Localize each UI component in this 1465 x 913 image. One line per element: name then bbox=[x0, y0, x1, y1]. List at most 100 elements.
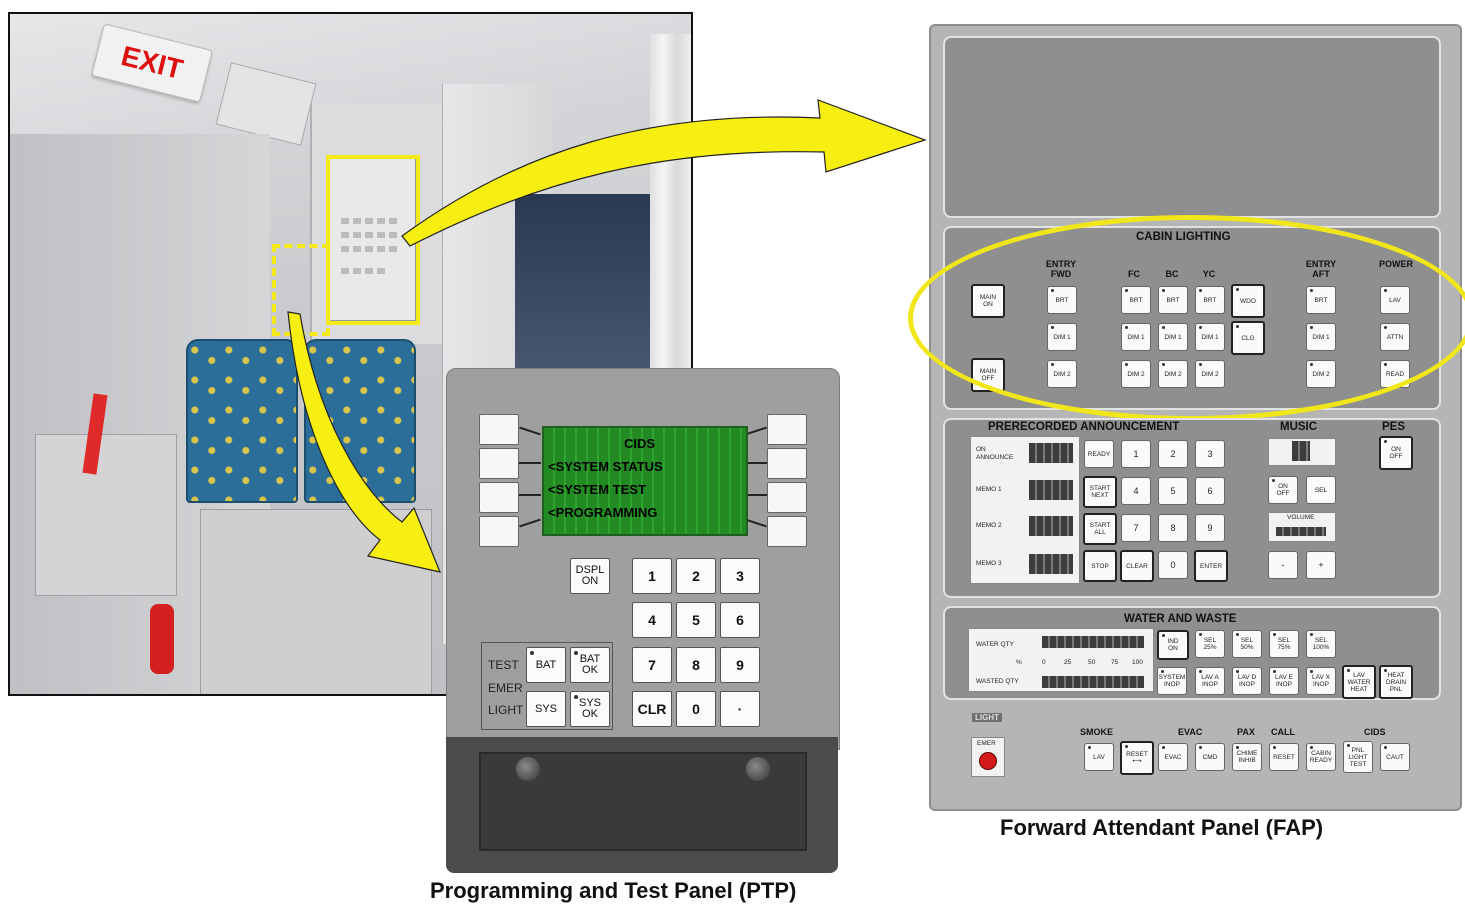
call-label: CALL bbox=[1271, 727, 1295, 737]
key-3[interactable]: 3 bbox=[720, 558, 760, 594]
evac-button[interactable]: EVAC bbox=[1158, 743, 1188, 771]
enter-button[interactable]: ENTER bbox=[1194, 550, 1228, 582]
call-reset-button[interactable]: RESET bbox=[1269, 743, 1299, 771]
lsk-right-3[interactable] bbox=[767, 482, 807, 513]
memo-key-2[interactable]: 2 bbox=[1158, 440, 1188, 468]
memo-key-9[interactable]: 9 bbox=[1195, 514, 1225, 542]
sel-100-button[interactable]: SEL 100% bbox=[1306, 630, 1336, 658]
lsk-left-1[interactable] bbox=[479, 414, 519, 445]
ptp-display: CIDS <SYSTEM STATUS <SYSTEM TEST <PROGRA… bbox=[542, 426, 748, 536]
stop-button[interactable]: STOP bbox=[1083, 550, 1117, 582]
lsk-tick bbox=[745, 494, 767, 496]
chime-inhib-button[interactable]: CHIME INHIB bbox=[1232, 743, 1262, 771]
pax-label: PAX bbox=[1237, 727, 1255, 737]
ind-on-button[interactable]: IND ON bbox=[1157, 630, 1189, 660]
sel-25-button[interactable]: SEL 25% bbox=[1195, 630, 1225, 658]
memo-key-5[interactable]: 5 bbox=[1158, 477, 1188, 505]
music-title: MUSIC bbox=[1280, 421, 1318, 433]
sel-75-button[interactable]: SEL 75% bbox=[1269, 630, 1299, 658]
music-channel-lcd bbox=[1292, 441, 1310, 461]
sys-ok-indicator: SYS OK bbox=[570, 691, 610, 727]
memo-key-4[interactable]: 4 bbox=[1121, 477, 1151, 505]
label-memo-1: MEMO 1 bbox=[976, 486, 1002, 493]
memo-key-6[interactable]: 6 bbox=[1195, 477, 1225, 505]
lsk-right-1[interactable] bbox=[767, 414, 807, 445]
key-4[interactable]: 4 bbox=[632, 602, 672, 638]
clr-key[interactable]: CLR bbox=[632, 691, 672, 727]
key-6[interactable]: 6 bbox=[720, 602, 760, 638]
fap-caption: Forward Attendant Panel (FAP) bbox=[1000, 815, 1324, 840]
evac-label: EVAC bbox=[1178, 727, 1203, 737]
emer-light-group bbox=[481, 642, 613, 730]
music-sel-button[interactable]: SEL bbox=[1306, 476, 1336, 504]
cmd-button[interactable]: CMD bbox=[1195, 743, 1225, 771]
dspl-on-button[interactable]: DSPL ON bbox=[570, 558, 610, 594]
wasted-qty-bar bbox=[1042, 676, 1144, 688]
lav-x-inop-indicator: LAV X INOP bbox=[1306, 667, 1336, 695]
screen-line-system-status[interactable]: <SYSTEM STATUS bbox=[548, 459, 663, 474]
memo-key-1[interactable]: 1 bbox=[1121, 440, 1151, 468]
emer-light-button[interactable] bbox=[979, 752, 997, 770]
volume-bar bbox=[1276, 527, 1326, 536]
screen-line-system-test[interactable]: <SYSTEM TEST bbox=[548, 482, 646, 497]
volume-plus-button[interactable]: + bbox=[1306, 551, 1336, 579]
attendant-seat-right bbox=[304, 339, 416, 503]
screen-line-programming[interactable]: <PROGRAMMING bbox=[548, 505, 658, 520]
lsk-left-3[interactable] bbox=[479, 482, 519, 513]
clear-button[interactable]: CLEAR bbox=[1120, 550, 1154, 582]
lsk-tick bbox=[745, 462, 767, 464]
ptp-caption: Programming and Test Panel (PTP) bbox=[430, 878, 797, 903]
light-label: LIGHT bbox=[972, 713, 1002, 722]
key-7[interactable]: 7 bbox=[632, 647, 672, 683]
memo-key-0[interactable]: 0 bbox=[1158, 551, 1188, 579]
key-8[interactable]: 8 bbox=[676, 647, 716, 683]
volume-label: VOLUME bbox=[1287, 514, 1315, 521]
label-memo-3: MEMO 3 bbox=[976, 560, 1002, 567]
smoke-label: SMOKE bbox=[1080, 727, 1114, 737]
sel-50-button[interactable]: SEL 50% bbox=[1232, 630, 1262, 658]
start-all-button[interactable]: START ALL bbox=[1083, 513, 1117, 545]
music-on-off-button[interactable]: ON OFF bbox=[1268, 476, 1298, 504]
lsk-right-2[interactable] bbox=[767, 448, 807, 479]
cids-label: CIDS bbox=[1364, 727, 1386, 737]
heat-drain-pnl-button[interactable]: HEAT DRAIN PNL bbox=[1379, 665, 1413, 699]
lsk-right-4[interactable] bbox=[767, 516, 807, 547]
label-light: LIGHT bbox=[488, 703, 524, 717]
pes-on-off-button[interactable]: ON OFF bbox=[1379, 436, 1413, 470]
sys-button[interactable]: SYS bbox=[526, 691, 566, 727]
key-1[interactable]: 1 bbox=[632, 558, 672, 594]
key-5[interactable]: 5 bbox=[676, 602, 716, 638]
lav-water-heat-button[interactable]: LAV WATER HEAT bbox=[1342, 665, 1376, 699]
scale-0: 0 bbox=[1042, 659, 1046, 666]
pnl-light-test-button[interactable]: PNL LIGHT TEST bbox=[1343, 741, 1373, 773]
smoke-reset-button[interactable]: RESET ⟷ bbox=[1120, 741, 1154, 775]
key-9[interactable]: 9 bbox=[720, 647, 760, 683]
key-2[interactable]: 2 bbox=[676, 558, 716, 594]
memo-lcd-2 bbox=[1029, 516, 1073, 536]
label-on-announce: ON ANNOUNCE bbox=[976, 446, 1014, 461]
percent-label: % bbox=[1016, 659, 1022, 666]
water-qty-bar bbox=[1042, 636, 1144, 648]
screen-title: CIDS bbox=[624, 436, 656, 451]
key-dot[interactable]: · bbox=[720, 691, 760, 727]
water-qty-label: WATER QTY bbox=[976, 641, 1014, 648]
cabin-ready-button[interactable]: CABIN READY bbox=[1306, 743, 1336, 771]
lsk-left-2[interactable] bbox=[479, 448, 519, 479]
key-0[interactable]: 0 bbox=[676, 691, 716, 727]
memo-key-3[interactable]: 3 bbox=[1195, 440, 1225, 468]
scale-75: 75 bbox=[1111, 659, 1119, 666]
pes-title: PES bbox=[1382, 421, 1406, 433]
emer-label: EMER bbox=[977, 740, 996, 747]
volume-minus-button[interactable]: - bbox=[1268, 551, 1298, 579]
label-emer: EMER bbox=[488, 681, 523, 695]
memo-key-8[interactable]: 8 bbox=[1158, 514, 1188, 542]
water-waste-title: WATER AND WASTE bbox=[1124, 613, 1237, 625]
lsk-left-4[interactable] bbox=[479, 516, 519, 547]
start-next-button[interactable]: START NEXT bbox=[1083, 476, 1117, 508]
memo-key-7[interactable]: 7 bbox=[1121, 514, 1151, 542]
label-memo-2: MEMO 2 bbox=[976, 522, 1002, 529]
lav-a-inop-indicator: LAV A INOP bbox=[1195, 667, 1225, 695]
wasted-qty-label: WASTED QTY bbox=[976, 678, 1019, 685]
bat-button[interactable]: BAT bbox=[526, 647, 566, 683]
smoke-lav-indicator: LAV bbox=[1084, 743, 1114, 771]
